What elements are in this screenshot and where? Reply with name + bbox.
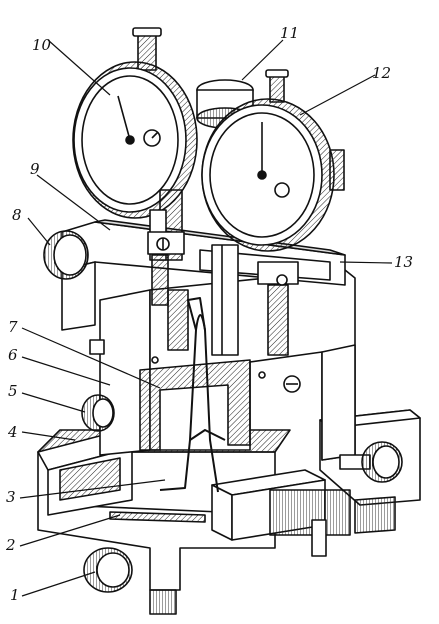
knob-1 (83, 547, 177, 615)
label-11: 11 (280, 24, 299, 42)
wire-clip (159, 297, 226, 493)
knob-5 (81, 394, 115, 432)
label-1: 1 (10, 586, 20, 604)
label-13: 13 (394, 253, 413, 271)
dial-indicator-right (201, 69, 345, 356)
label-12: 12 (372, 64, 391, 82)
label-4: 4 (7, 423, 18, 441)
label-8: 8 (12, 206, 22, 224)
left-spindle (151, 254, 189, 351)
bracket-screw (147, 231, 185, 255)
label-9: 9 (30, 160, 40, 178)
callout-labels: 10 11 12 9 8 13 7 6 5 4 3 2 1 (5, 24, 413, 604)
label-10: 10 (32, 36, 52, 54)
knob-right (339, 441, 403, 483)
frame-screws (89, 339, 301, 393)
right-spindle (257, 261, 299, 356)
label-6: 6 (8, 346, 18, 364)
label-5: 5 (8, 382, 18, 400)
label-7: 7 (8, 318, 18, 336)
leader-lines (19, 39, 393, 597)
label-2: 2 (5, 536, 16, 554)
label-3: 3 (6, 488, 16, 506)
dial-indicator-left (72, 27, 198, 261)
knob-8 (43, 230, 89, 280)
